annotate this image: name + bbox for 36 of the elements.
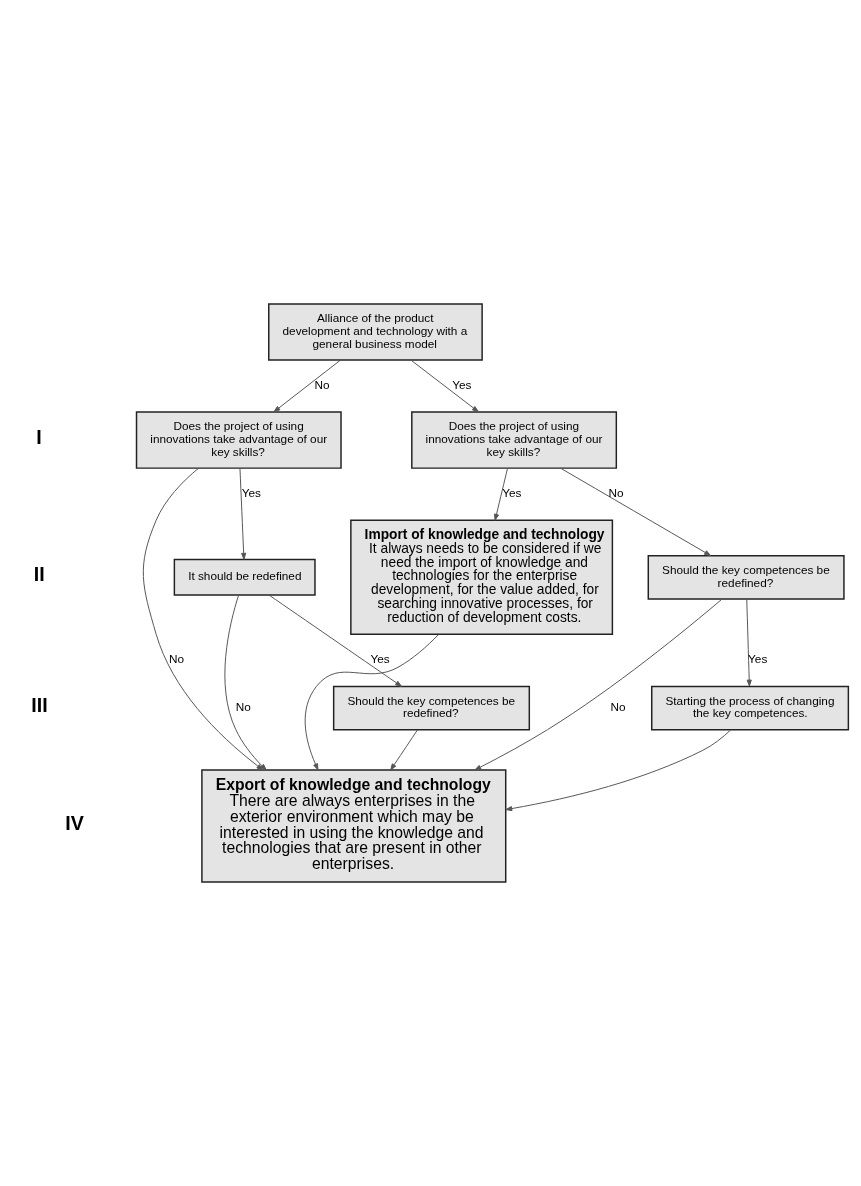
edge-label: No — [314, 378, 330, 392]
arrow — [474, 598, 723, 771]
arrow — [560, 467, 711, 557]
label: II — [33, 563, 45, 586]
node-box: It should be redefined — [173, 558, 316, 596]
node-box: Should the key competences be redefined? — [332, 685, 531, 731]
node-box: Starting the process of changing the key competences. — [651, 685, 850, 731]
edge-label: No — [608, 486, 624, 500]
node-box: Does the project of using innovations take advantage of our key skills? — [135, 411, 342, 469]
arrow — [505, 729, 732, 812]
arrow — [268, 594, 402, 687]
edge-label: Yes — [502, 486, 522, 500]
arrow — [746, 598, 752, 687]
node-box: Alliance of the product development and technology with a general business model — [268, 303, 483, 361]
label: IV — [65, 811, 84, 834]
edge-label: Yes — [370, 652, 390, 666]
node-box: Import of knowledge and technology It always needs to be considered if we need the import of knowledge and technologies for the enterprise development, for the value added, for searching innovative processes, for reduction of development costs. — [350, 519, 614, 636]
edge-label: No — [610, 700, 626, 714]
arrow — [390, 729, 419, 771]
edge-label: No — [168, 652, 185, 666]
arrow — [239, 467, 247, 560]
arrow — [493, 467, 508, 521]
arrow — [410, 359, 479, 413]
arrow — [304, 634, 439, 771]
edge-label: Yes — [452, 378, 472, 392]
arrow — [273, 359, 342, 413]
label: I — [36, 426, 42, 449]
node-box: Export of knowledge and technology There are always enterprises in the exterior environment which may be interested in using the knowledge and technologies that are present in other enterprises. — [201, 769, 507, 883]
label: III — [31, 693, 48, 716]
edge-label: Yes — [748, 652, 768, 666]
edge-label: Yes — [241, 486, 261, 500]
node-box: Should the key competences be redefined? — [647, 554, 845, 600]
node-box: Does the project of using innovations take advantage of our key skills? — [411, 411, 618, 469]
arrow — [224, 594, 267, 771]
arrow — [142, 467, 264, 771]
edge-label: No — [235, 700, 251, 714]
